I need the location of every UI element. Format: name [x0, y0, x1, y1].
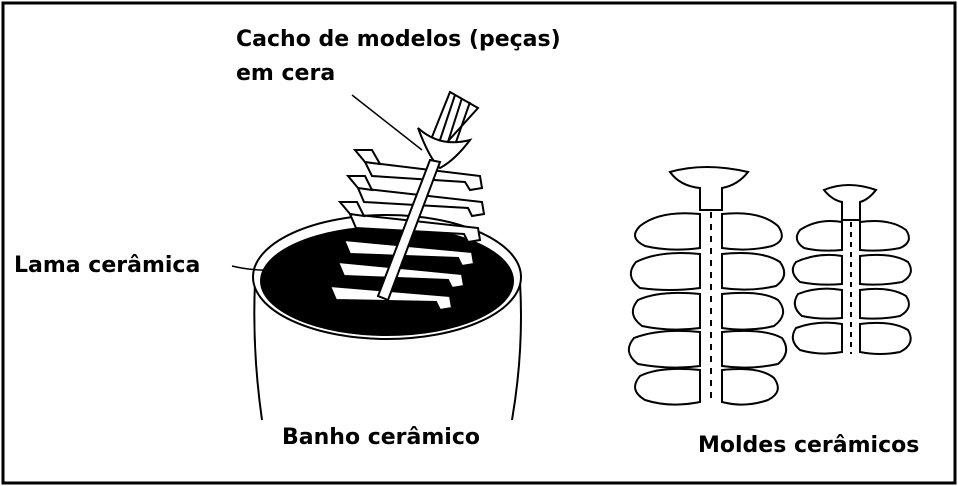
bath-label: Banho cerâmico	[282, 425, 480, 450]
wax-cluster-leader	[351, 94, 423, 151]
mold-small-right-lobes	[859, 220, 912, 355]
molds-label: Moldes cerâmicos	[698, 433, 920, 458]
mold-large-right-lobes	[721, 212, 788, 406]
leader-lines	[231, 94, 423, 271]
mold-large-left-lobes	[627, 212, 701, 406]
mold-small-left-lobes	[791, 220, 843, 355]
slurry-leader	[231, 265, 266, 271]
wax-pattern-cluster	[328, 90, 486, 312]
wax-cluster-label-line2: em cera	[236, 61, 336, 86]
wax-cluster-label-line1: Cacho de modelos (peças)	[236, 27, 561, 52]
ceramic-mold-large	[627, 166, 788, 406]
slurry-label: Lama cerâmica	[14, 253, 201, 278]
ceramic-mold-small	[791, 184, 912, 355]
